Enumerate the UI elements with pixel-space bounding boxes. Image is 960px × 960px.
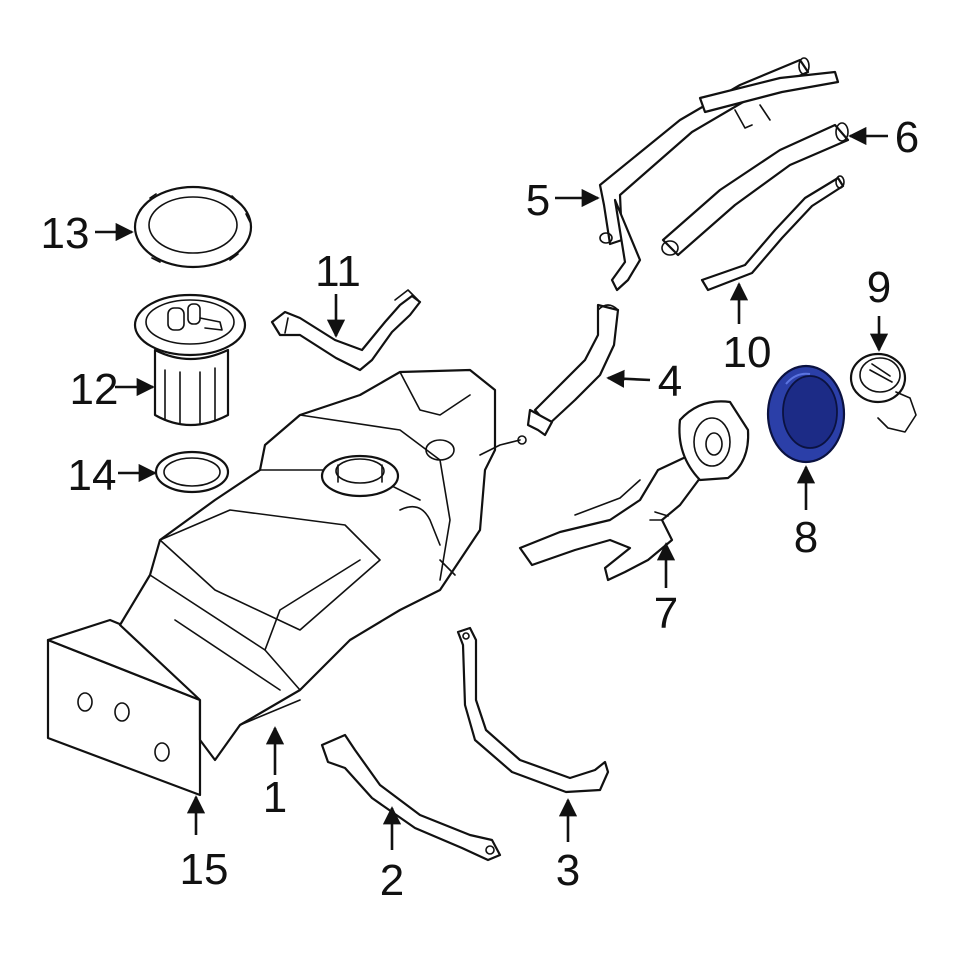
part-7-filler-housing[interactable]	[518, 400, 750, 582]
part-1-fuel-tank[interactable]	[118, 368, 527, 762]
callout-1[interactable]: 1	[263, 773, 287, 822]
part-14-gasket[interactable]	[154, 450, 230, 494]
callout-labels: 1 2 3 4 5 6 7 8 9 10 11 12 13 14 15	[41, 113, 920, 905]
part-2-tank-strap[interactable]	[320, 733, 502, 862]
callout-6[interactable]: 6	[895, 113, 919, 162]
callout-3[interactable]: 3	[556, 846, 580, 895]
callout-4[interactable]: 4	[658, 357, 682, 406]
part-5-filler-tube[interactable]	[598, 57, 840, 292]
callout-11[interactable]: 11	[315, 247, 361, 296]
callout-15[interactable]: 15	[180, 845, 229, 894]
part-8-seal[interactable]	[766, 364, 846, 464]
callout-5[interactable]: 5	[526, 176, 550, 225]
callout-14[interactable]: 14	[68, 451, 117, 500]
callout-10[interactable]: 10	[723, 328, 772, 377]
callout-2[interactable]: 2	[380, 856, 404, 905]
callout-9[interactable]: 9	[867, 263, 891, 312]
callout-7[interactable]: 7	[654, 589, 678, 638]
callout-13[interactable]: 13	[41, 209, 90, 258]
part-3-tank-strap[interactable]	[456, 626, 610, 794]
part-4-filler-hose[interactable]	[526, 303, 620, 437]
part-11-evap-hose[interactable]	[270, 289, 422, 372]
part-10-vent-tube[interactable]	[700, 175, 845, 292]
callout-12[interactable]: 12	[70, 365, 119, 414]
part-9-fuel-cap[interactable]	[849, 352, 917, 433]
callout-8[interactable]: 8	[794, 513, 818, 562]
part-13-lock-ring[interactable]	[133, 185, 253, 269]
part-12-fuel-pump-module[interactable]	[133, 293, 247, 426]
leader-lines	[95, 126, 889, 850]
part-6-vent-hose[interactable]	[661, 122, 850, 257]
leader-4	[606, 369, 651, 388]
